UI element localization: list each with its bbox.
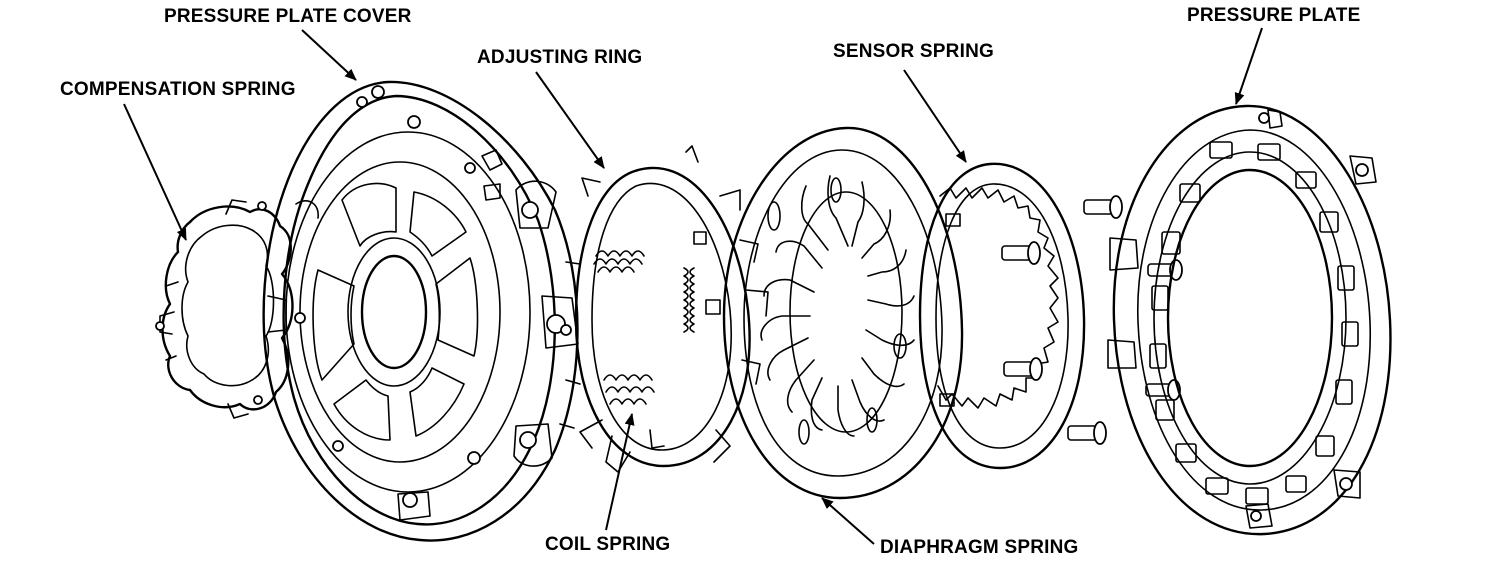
adjusting-ring-part [574,145,769,473]
arrow-coil-spring [605,413,635,531]
label-adjusting-ring: ADJUSTING RING [477,47,643,68]
pressure-plate-pins [1001,195,1183,445]
label-diaphragm-spring: DIAPHRAGM SPRING [880,537,1079,558]
diaphragm-spring-part [722,126,964,500]
label-pressure-plate-cover: PRESSURE PLATE COVER [164,6,412,27]
coil-spring-middle [683,267,695,333]
pressure-plate-part [1107,104,1392,536]
arrow-diaphragm-spring [821,497,875,545]
pressure-plate-cover-part [262,80,581,542]
label-pressure-plate: PRESSURE PLATE [1187,5,1361,26]
compensation-spring-part [155,199,294,419]
sensor-spring-part [918,162,1086,470]
arrow-compensation-spring [123,103,187,241]
label-compensation-spring: COMPENSATION SPRING [60,79,296,100]
arrow-adjusting-ring [535,71,605,169]
arrow-pressure-plate-cover [301,29,357,81]
arrow-sensor-spring [903,69,967,163]
label-sensor-spring: SENSOR SPRING [833,41,994,62]
arrow-pressure-plate [1234,27,1263,105]
leader-arrows [123,27,1263,545]
coil-spring-lower [603,374,655,405]
label-coil-spring: COIL SPRING [545,534,671,555]
coil-spring-upper [593,250,645,273]
